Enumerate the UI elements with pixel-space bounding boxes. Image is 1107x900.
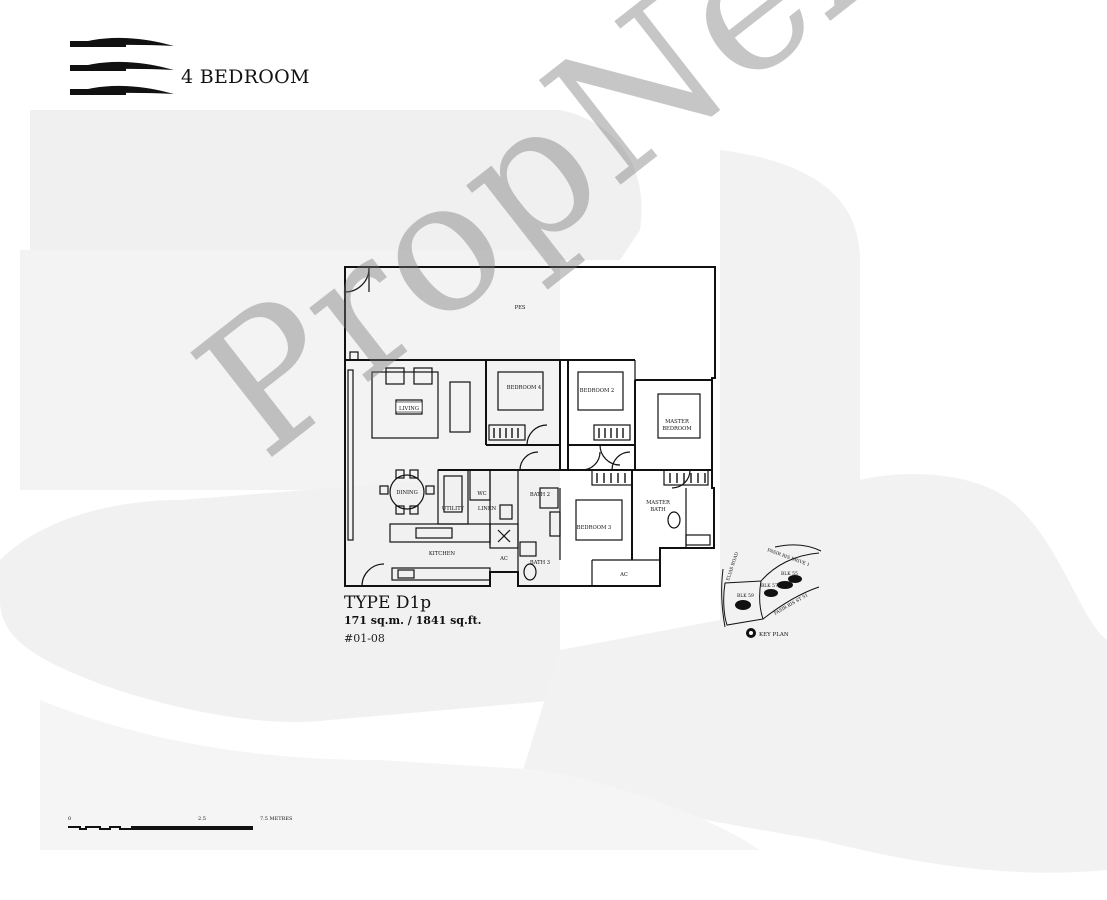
key-plan-road-pasir-ris-st: PASIR RIS ST 51: [773, 592, 809, 616]
room-label-living: LIVING: [399, 406, 419, 412]
key-plan-road-elias: ELIAS ROAD: [725, 551, 740, 582]
room-label-utility: UTILITY: [442, 506, 465, 512]
key-plan-label: KEY PLAN: [759, 632, 789, 638]
key-plan: ELIAS ROAD PASIR RIS DRIVE 1 PASIR RIS S…: [721, 544, 822, 638]
room-label-master-bath-2: BATH: [650, 507, 666, 513]
brand-logo: [70, 37, 174, 95]
scale-bar: 0 2.5 7.5 METRES: [68, 816, 293, 830]
room-label-bath2: BATH 2: [530, 492, 550, 498]
unit-type: TYPE D1p: [344, 593, 432, 613]
key-plan-block-57: BLK 57: [761, 583, 778, 589]
room-label-master-bedroom-1: MASTER: [665, 419, 690, 425]
room-label-bedroom3: BEDROOM 3: [577, 525, 611, 531]
room-label-ac-1: AC: [499, 556, 508, 562]
room-label-wc: WC: [477, 491, 486, 497]
room-label-bedroom4: BEDROOM 4: [507, 385, 542, 391]
key-plan-road-pasir-ris-drive: PASIR RIS DRIVE 1: [766, 547, 810, 568]
room-label-dining: DINING: [396, 490, 417, 496]
room-label-bath3: BATH 3: [530, 560, 550, 566]
floor-plan: PES LIVING BEDROOM 4 BEDROOM 2 MASTER BE…: [344, 266, 716, 587]
outer-wall: [344, 266, 716, 587]
unit-number: #01-08: [344, 632, 385, 645]
room-label-linen: LINEN: [478, 506, 497, 512]
scale-label-0: 0: [68, 816, 71, 822]
room-label-kitchen: KITCHEN: [429, 551, 456, 557]
room-label-master-bedroom-2: BEDROOM: [662, 426, 692, 432]
room-label-pes: PES: [515, 305, 526, 311]
room-label-ac-2: AC: [619, 572, 628, 578]
room-label-master-bath-1: MASTER: [646, 500, 671, 506]
scale-label-mid: 2.5: [198, 816, 206, 822]
key-plan-block-59: BLK 59: [737, 593, 754, 599]
key-plan-block-55: BLK 55: [781, 571, 798, 577]
room-label-bedroom2: BEDROOM 2: [580, 388, 614, 394]
unit-area: 171 sq.m. / 1841 sq.ft.: [344, 614, 482, 627]
scale-label-end: 7.5 METRES: [260, 816, 293, 822]
page-title: 4 BEDROOM: [181, 66, 310, 88]
